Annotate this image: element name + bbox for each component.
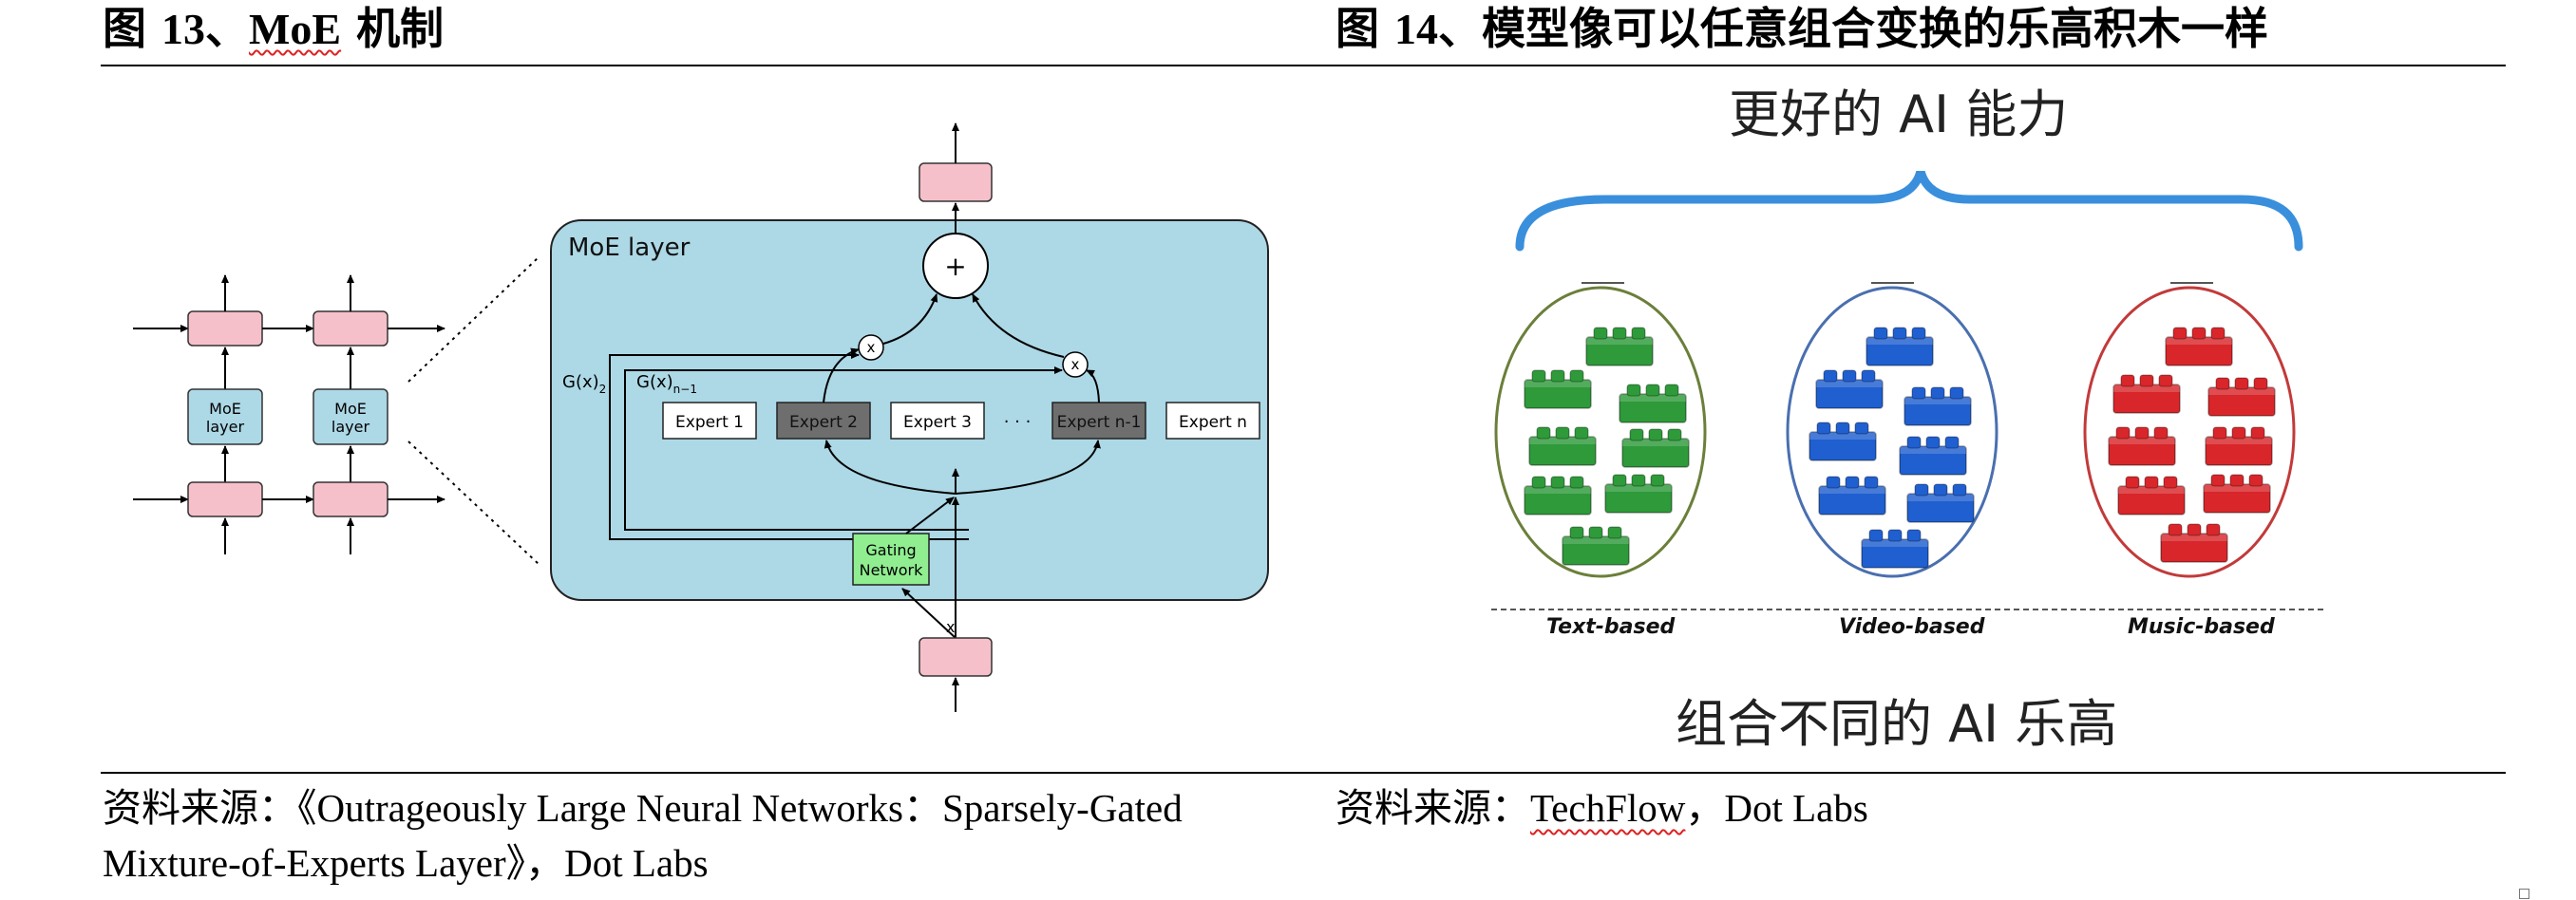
moe-block (187, 388, 263, 445)
expert-box (890, 402, 985, 440)
svg-text:Expert n-1: Expert n-1 (1057, 413, 1142, 432)
page-marker (2519, 889, 2529, 899)
moe-block-label: MoE (209, 400, 241, 418)
zoom-line (407, 441, 540, 566)
moe-block-label: layer (331, 418, 370, 436)
lego-illustration (1491, 171, 2327, 610)
svg-text:x: x (1071, 356, 1080, 373)
bottom-rule (101, 772, 2506, 774)
lego-group-text (1494, 282, 1707, 578)
svg-text:Network: Network (860, 561, 924, 579)
pink-node (313, 481, 388, 517)
figure14-source: 资料来源：TechFlow，Dot Labs (1335, 786, 1868, 830)
gate-label: G(x)n−1 (636, 372, 697, 396)
expert-box (1165, 402, 1260, 440)
lego-group-video (1786, 282, 1998, 578)
sum-node (922, 233, 989, 299)
brace (1515, 171, 2303, 252)
figure13-source-line-2: Mixture-of-Experts Layer》，Dot Labs (103, 841, 709, 885)
group-label-video: Video-based (1839, 615, 1985, 639)
group-label-text: Text-based (1546, 615, 1676, 639)
techflow-link: TechFlow (1530, 786, 1686, 830)
top-rule (101, 65, 2506, 66)
moe-block-label: layer (206, 418, 245, 436)
gating-network (852, 533, 930, 586)
figure13-source-line-1: 资料来源：《Outrageously Large Neural Networks… (103, 786, 1183, 830)
svg-text:Gating: Gating (865, 541, 916, 559)
moe-block (313, 388, 388, 445)
pink-node (187, 481, 263, 517)
expert-box (662, 402, 757, 440)
multiply-node (1062, 351, 1089, 378)
moe-term: MoE (249, 5, 342, 53)
figure14-top-caption: 更好的 AI 能力 (1729, 84, 2069, 144)
lego-group-music (2083, 282, 2296, 578)
expert-ellipsis: · · · (1004, 412, 1032, 432)
svg-text:Expert 3: Expert 3 (903, 413, 972, 432)
expert-box-active (776, 402, 871, 440)
moe-layer-title: MoE layer (568, 234, 691, 262)
expert-box-active (1051, 402, 1146, 440)
input-label: x (946, 618, 955, 636)
pink-node (313, 310, 388, 347)
svg-text:Expert 2: Expert 2 (789, 413, 858, 432)
figure14-bottom-caption: 组合不同的 AI 乐高 (1676, 694, 2118, 754)
svg-text:x: x (867, 339, 876, 356)
gate-label: G(x)2 (562, 372, 606, 396)
figure14-title: 图 14、模型像可以任意组合变换的乐高积木一样 (1335, 3, 2269, 54)
plus-symbol: + (944, 251, 966, 282)
multiply-node (858, 334, 884, 361)
svg-text:Expert 1: Expert 1 (675, 413, 744, 432)
moe-block-label: MoE (334, 400, 367, 418)
output-node (919, 162, 993, 202)
input-node (919, 637, 993, 677)
svg-text:Expert n: Expert n (1179, 413, 1247, 432)
pink-node (187, 310, 263, 347)
left-network: MoE layer MoE layer (133, 274, 445, 554)
moe-diagram: MoE layer MoE layer MoE layer + x x Expe… (133, 122, 1269, 712)
group-label-music: Music-based (2128, 615, 2275, 639)
figure13-title: 图 13、MoE 机制 (103, 3, 445, 54)
zoom-line (407, 255, 540, 383)
